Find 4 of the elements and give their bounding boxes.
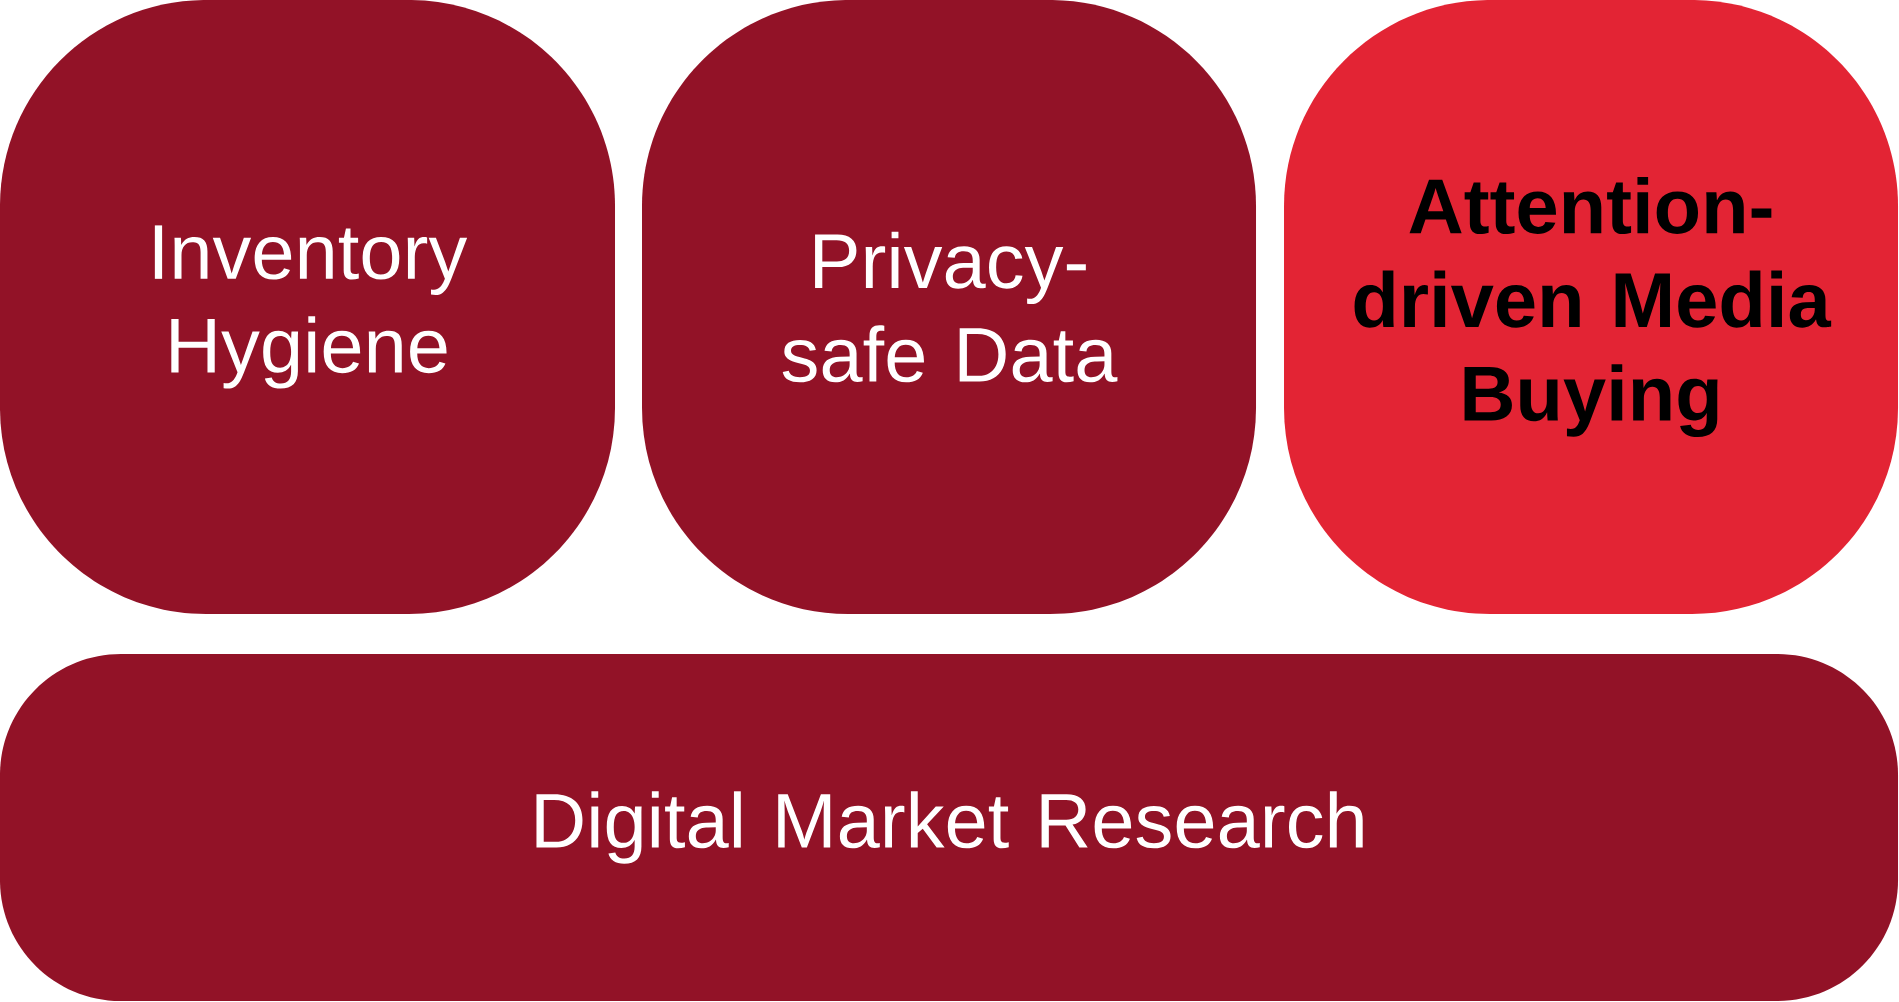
rounded-box: Privacy-safe Data <box>642 0 1256 614</box>
rounded-box: Inventory Hygiene <box>0 0 615 614</box>
rounded-box: Digital Market Research <box>0 654 1899 1001</box>
rounded-box: Attention-driven Media Buying <box>1284 0 1899 614</box>
